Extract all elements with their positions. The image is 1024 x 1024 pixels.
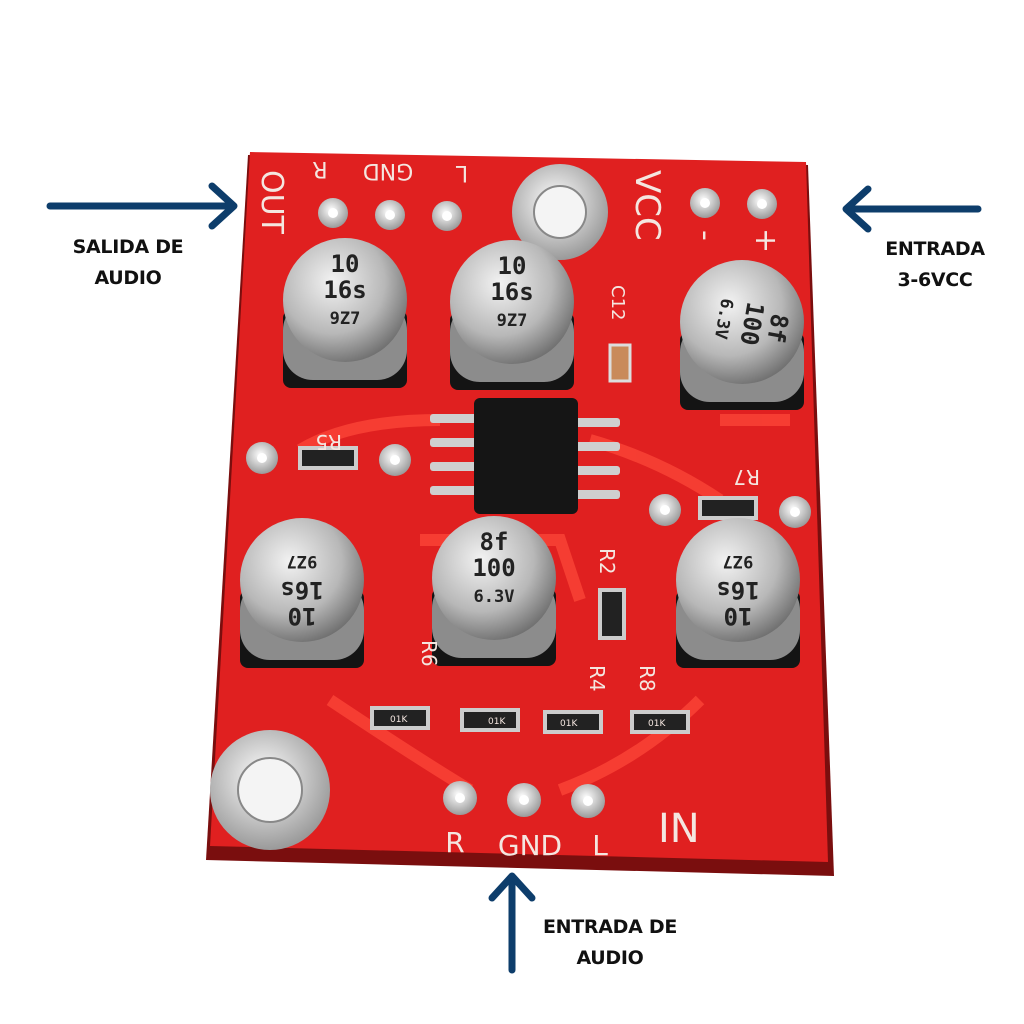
- silk-r2: R2: [595, 548, 619, 575]
- capacitor-marking: 16s: [323, 276, 366, 304]
- arrow-up-icon: [488, 872, 536, 974]
- arrow-right-icon: [46, 182, 238, 230]
- silk-r5: R5: [315, 430, 342, 454]
- capacitor-marking: 10: [288, 602, 317, 630]
- arrow-left-icon: [842, 185, 982, 233]
- silk-vcc: VCC: [627, 170, 667, 241]
- resistor-code: 01K: [648, 719, 666, 729]
- silk-r8: R8: [635, 665, 659, 692]
- resistor-code: 01K: [390, 715, 408, 725]
- silk-plus: +: [748, 228, 783, 253]
- callout-power-input: ENTRADA 3-6VCC: [860, 234, 1010, 296]
- smd-resistors: [298, 343, 758, 734]
- silk-in-l: L: [592, 829, 608, 862]
- silk-in-gnd: GND: [498, 829, 562, 862]
- capacitor-marking: 10: [724, 602, 753, 630]
- silk-r6: R6: [417, 640, 441, 667]
- op-amp-chip: [430, 398, 620, 514]
- capacitor-marking: 9Z7: [497, 311, 528, 331]
- capacitor-marking: 9Z7: [330, 309, 361, 329]
- capacitor-marking: 8f: [761, 312, 794, 345]
- callout-line: AUDIO: [94, 267, 162, 289]
- capacitor-marking: 16s: [280, 576, 323, 604]
- callout-line: ENTRADA: [885, 238, 985, 260]
- callout-line: ENTRADA DE: [542, 916, 678, 938]
- callout-audio-input: ENTRADA DE AUDIO: [520, 912, 700, 974]
- resistor-code: 01K: [488, 717, 506, 727]
- capacitor-marking: 9Z7: [723, 551, 754, 571]
- callout-audio-output: SALIDA DE AUDIO: [48, 232, 208, 294]
- solder-pads: [246, 188, 811, 818]
- silk-in: IN: [658, 806, 700, 852]
- capacitor-marking: 10: [331, 250, 360, 278]
- silk-r7: R7: [733, 465, 760, 489]
- silk-out-r: R: [312, 156, 327, 181]
- capacitor-marking: 8f: [480, 528, 509, 556]
- silk-out: OUT: [254, 170, 289, 235]
- callout-line: AUDIO: [576, 947, 644, 969]
- capacitor-marking: 16s: [716, 576, 759, 604]
- silk-r4: R4: [585, 665, 609, 692]
- capacitor-marking: 9Z7: [287, 551, 318, 571]
- capacitor-marking: 16s: [490, 278, 533, 306]
- silk-out-l: L: [455, 160, 468, 185]
- resistor-code: 01K: [560, 719, 578, 729]
- silk-c12: C12: [607, 285, 628, 320]
- capacitor-marking: 100: [472, 554, 515, 582]
- callout-arrows: [46, 182, 982, 974]
- capacitor-marking: 6.3V: [474, 587, 515, 607]
- callout-line: SALIDA DE: [72, 236, 184, 258]
- callout-line: 3-6VCC: [897, 269, 973, 291]
- silk-in-r: R: [445, 826, 464, 859]
- silk-minus: -: [688, 230, 723, 241]
- silkscreen-labels: OUT R GND L VCC - + C12 R5 R7 R6 R2 R4 R…: [254, 156, 783, 862]
- silk-out-gnd: GND: [363, 158, 413, 183]
- capacitor-marking: 10: [498, 252, 527, 280]
